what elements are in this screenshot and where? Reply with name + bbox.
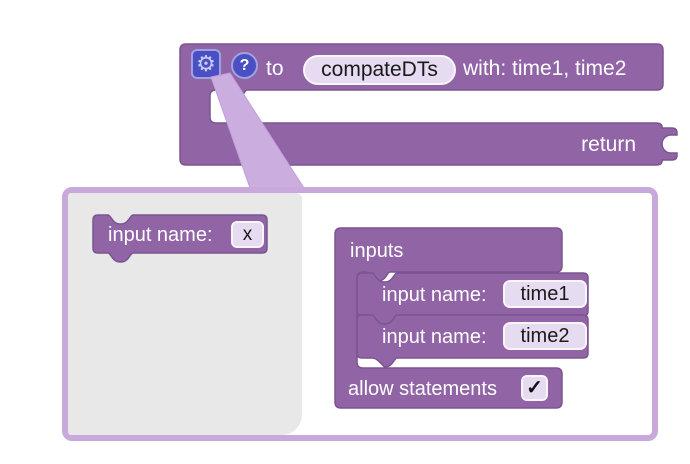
to-label: to bbox=[266, 57, 284, 80]
procedure-name-field[interactable]: compateDTs bbox=[303, 55, 456, 85]
flyout-input-name-label: input name: bbox=[108, 224, 213, 246]
return-label: return bbox=[581, 133, 636, 156]
help-button[interactable]: ? bbox=[231, 52, 258, 79]
checkmark-icon: ✓ bbox=[526, 377, 543, 399]
mutator-bubble-arrow bbox=[210, 72, 305, 189]
params-label: with: time1, time2 bbox=[463, 57, 627, 80]
gear-icon: ⚙ bbox=[196, 51, 216, 76]
input-name-label-1: input name: bbox=[382, 284, 487, 306]
flyout-input-name-field[interactable]: x bbox=[231, 221, 264, 248]
input-name-field-time2[interactable]: time2 bbox=[503, 322, 587, 350]
input-name-label-2: input name: bbox=[382, 326, 487, 348]
mutator-gear-button[interactable]: ⚙ bbox=[191, 49, 221, 79]
allow-statements-label: allow statements bbox=[348, 378, 497, 400]
input-name-field-time1[interactable]: time1 bbox=[503, 280, 587, 308]
question-mark-icon: ? bbox=[239, 56, 250, 74]
allow-statements-checkbox[interactable]: ✓ bbox=[521, 375, 548, 401]
flyout-input-name-block[interactable] bbox=[92, 213, 273, 267]
inputs-title-label: inputs bbox=[350, 240, 404, 262]
